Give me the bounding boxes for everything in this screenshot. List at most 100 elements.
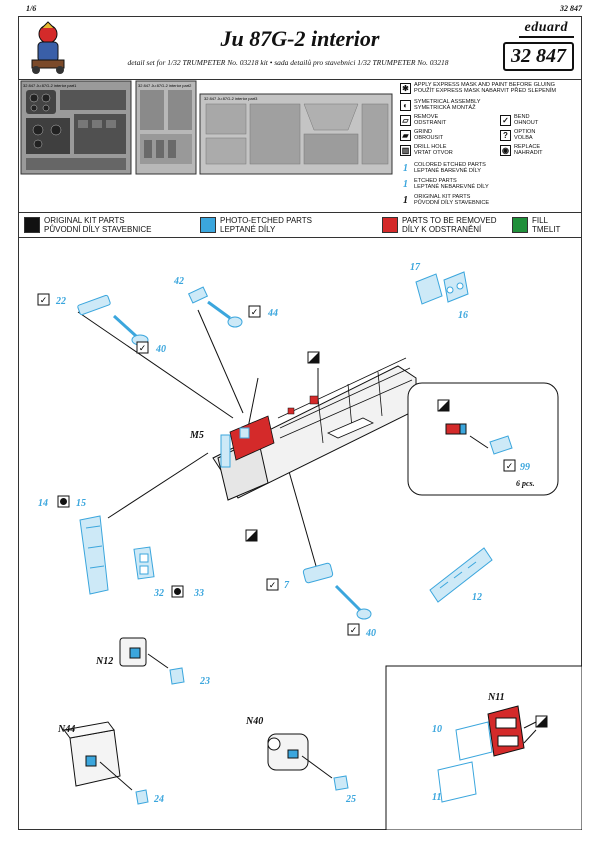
color-key-text-en: PHOTO-ETCHED PARTS bbox=[220, 216, 313, 225]
drill-icon: ▥ bbox=[400, 144, 411, 156]
color-key-text-cz: PŮVODNÍ DÍLY STAVEBNICE bbox=[44, 224, 152, 234]
part-14-15 bbox=[79, 515, 109, 595]
fret1-code: 32 847 Ju 87G-2 interior part1 bbox=[23, 83, 77, 88]
grind-icon: ▰ bbox=[400, 129, 411, 141]
option-icon: ? bbox=[500, 129, 511, 141]
legend-part-number: 1 bbox=[403, 178, 408, 190]
part-number-label: 42 bbox=[173, 276, 184, 287]
header: Ju 87G-2 interior detail set for 1/32 TR… bbox=[18, 16, 582, 80]
symmetry-icon: ◐ bbox=[400, 99, 411, 111]
page-subtitle: detail set for 1/32 TRUMPETER No. 03218 … bbox=[127, 58, 449, 67]
svg-text:✓: ✓ bbox=[251, 308, 259, 318]
legend-text-cz: LEPTANÉ BAREVNÉ DÍLY bbox=[414, 168, 481, 175]
color-swatch bbox=[512, 217, 528, 233]
legend-text-en: APPLY EXPRESS MASK AND PAINT BEFORE GLUI… bbox=[414, 82, 556, 88]
part-99 bbox=[445, 423, 513, 455]
fuselage-frame bbox=[212, 357, 417, 501]
page-frame bbox=[18, 16, 582, 830]
color-key-text-en: PARTS TO BE REMOVED bbox=[402, 216, 497, 225]
color-swatch bbox=[200, 217, 216, 233]
legend-text-cz: OHNOUT bbox=[514, 120, 539, 127]
legend-part-number: 1 bbox=[403, 162, 408, 174]
legend-text-cz: PŮVODNÍ DÍLY STAVEBNICE bbox=[414, 200, 490, 207]
fret2-code: 32 847 Ju 87G-2 interior part2 bbox=[138, 83, 192, 88]
part-number-label: 14 bbox=[38, 498, 48, 509]
legend-text-en: GRIND bbox=[414, 129, 433, 135]
part-number-label: 40 bbox=[155, 344, 166, 355]
legend-text-en: COLORED ETCHED PARTS bbox=[414, 162, 486, 168]
svg-text:✓: ✓ bbox=[506, 462, 514, 472]
legend-part-number: 1 bbox=[403, 194, 408, 206]
legend-text-en: OPTION bbox=[514, 129, 536, 135]
mascot-logo-icon bbox=[31, 21, 65, 74]
part-12 bbox=[429, 547, 493, 603]
color-swatch bbox=[382, 217, 398, 233]
part-number-label: 16 bbox=[458, 310, 468, 321]
svg-text:✓: ✓ bbox=[269, 581, 277, 591]
detail-inset-99 bbox=[407, 382, 559, 496]
fret-overview-image: 32 847 Ju 87G-2 interior part1 32 847 Ju… bbox=[20, 80, 393, 175]
part-number-label: M5 bbox=[189, 430, 204, 441]
part-number-label: 10 bbox=[432, 724, 442, 735]
part-number-label: 7 bbox=[284, 580, 290, 591]
part-number-label: 15 bbox=[76, 498, 86, 509]
part-number-label: N40 bbox=[245, 716, 263, 727]
part-number-label: 99 bbox=[520, 462, 530, 473]
part-number-label: 11 bbox=[432, 792, 441, 803]
legend-text-cz: SYMETRICKÁ MONTÁŽ bbox=[414, 105, 476, 112]
color-key-text-en: ORIGINAL KIT PARTS bbox=[44, 216, 125, 225]
part-number-label: 17 bbox=[410, 262, 421, 273]
legend-text-cz: OBROUSIT bbox=[414, 135, 444, 142]
part-number-label: 22 bbox=[55, 296, 66, 307]
part-number-label: 23 bbox=[199, 676, 210, 687]
color-key-text-cz: LEPTANÉ DÍLY bbox=[220, 224, 276, 234]
legend: ✱APPLY EXPRESS MASK AND PAINT BEFORE GLU… bbox=[400, 82, 580, 212]
part-number-label: 32 bbox=[153, 588, 164, 599]
color-key-text-en: FILL bbox=[532, 216, 549, 225]
legend-text-cz: NAHRADIT bbox=[514, 150, 543, 157]
svg-text:✓: ✓ bbox=[139, 344, 147, 354]
part-number-label: 12 bbox=[472, 592, 482, 603]
legend-text-en: BEND bbox=[514, 114, 530, 120]
page-title: Ju 87G-2 interior bbox=[220, 26, 380, 51]
color-key-text-cz: DÍLY K ODSTRANĚNÍ bbox=[402, 224, 482, 234]
legend-text-cz: LEPTANÉ NEBAREVNÉ DÍLY bbox=[414, 184, 489, 191]
color-key-text-cz: TMELIT bbox=[532, 224, 561, 234]
part-number-label: 40 bbox=[365, 628, 376, 639]
bend-icon: ✓ bbox=[500, 114, 511, 126]
svg-text:✓: ✓ bbox=[350, 626, 358, 636]
part-number-label: 44 bbox=[267, 308, 278, 319]
part-number-label: N12 bbox=[95, 656, 113, 667]
legend-text-en: ORIGINAL KIT PARTS bbox=[414, 194, 471, 200]
part-22-40 bbox=[77, 294, 149, 346]
legend-item: ✱APPLY EXPRESS MASK AND PAINT BEFORE GLU… bbox=[400, 82, 580, 95]
part-n40 bbox=[267, 733, 349, 791]
svg-text:✓: ✓ bbox=[40, 296, 48, 306]
legend-text-en: DRILL HOLE bbox=[414, 144, 447, 150]
legend-text-cz: VRTAT OTVOR bbox=[414, 150, 453, 157]
kit-number: 32 847 bbox=[503, 42, 574, 71]
part-n12 bbox=[119, 637, 185, 685]
part-17-16 bbox=[415, 271, 469, 305]
page-number: 1/6 bbox=[26, 4, 37, 13]
annotation-icons: ✓ ✓ ✓ ✓ ✓ ✓ bbox=[37, 293, 548, 728]
part-32-33 bbox=[133, 546, 155, 580]
legend-text-en: ETCHED PARTS bbox=[414, 178, 457, 184]
part-number-label: 6 pcs. bbox=[516, 479, 535, 488]
legend-text-cz: POUŽÍT EXPRESS MASK NABARVIT PŘED SLEPEN… bbox=[414, 88, 557, 95]
legend-text-en: REMOVE bbox=[414, 114, 439, 120]
